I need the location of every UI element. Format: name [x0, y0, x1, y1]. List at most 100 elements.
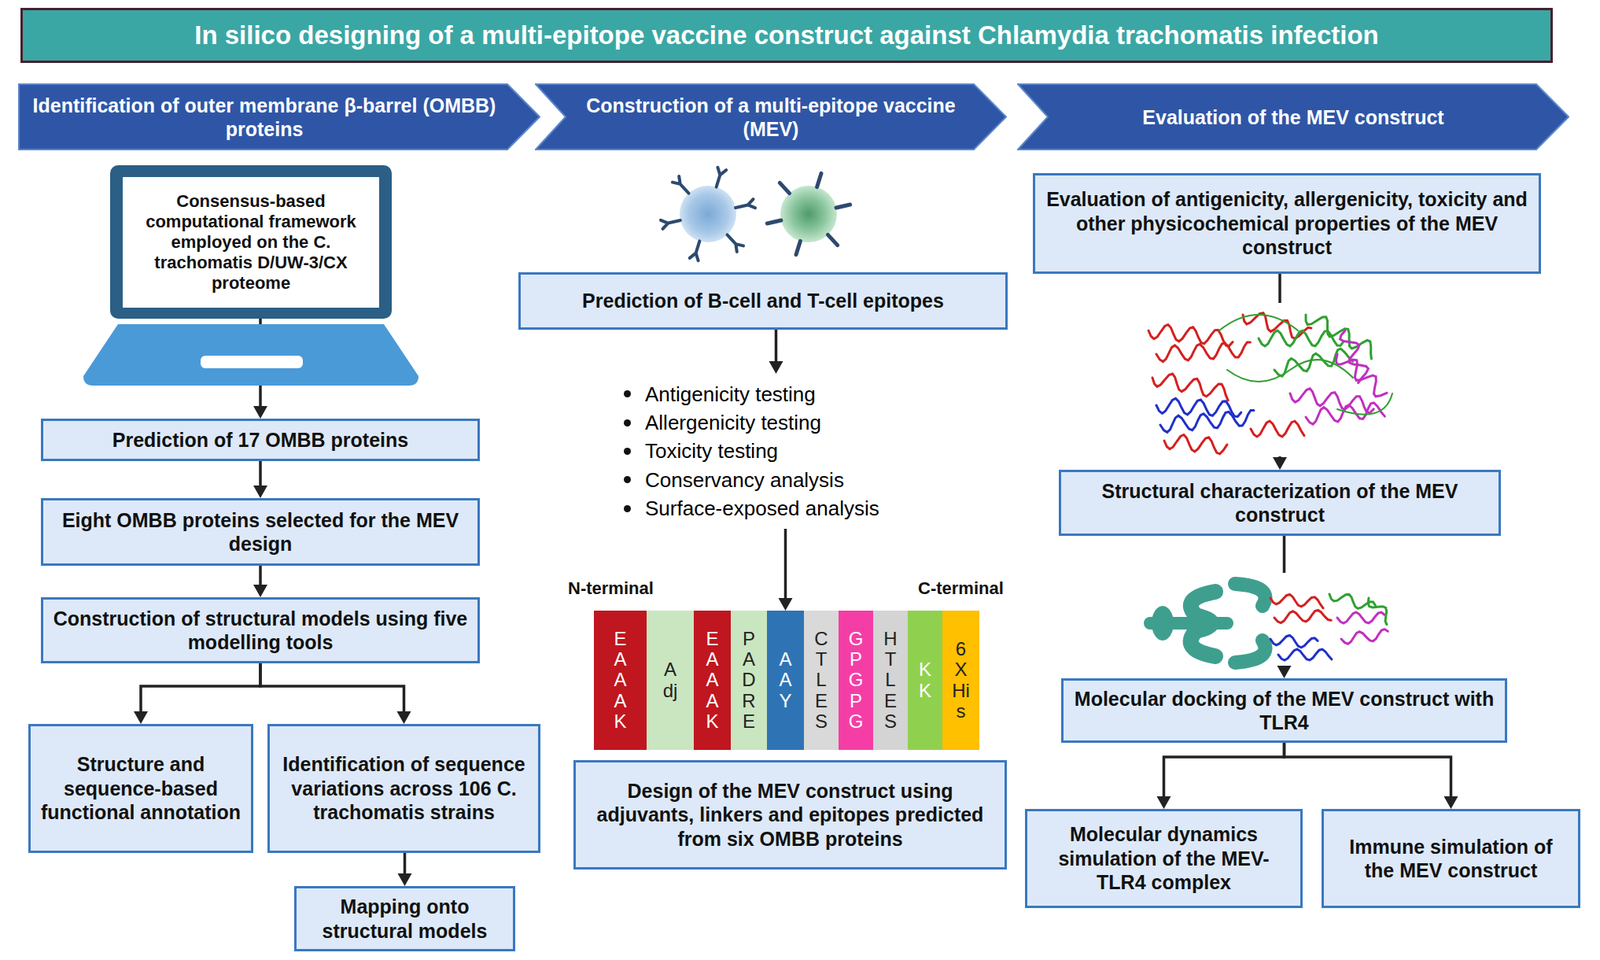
construct-segment: EAAAK [593, 610, 647, 750]
bullet-text: Surface-exposed analysis [645, 494, 880, 523]
node-text: Prediction of B-cell and T-cell epitopes [582, 288, 944, 314]
arrow-head [1444, 796, 1459, 809]
bullet-item: Toxicity testing [623, 436, 778, 465]
arrow-line [258, 565, 262, 587]
segment-label: 6XHis [951, 638, 971, 723]
segment-label: GPGPG [846, 628, 866, 733]
arrow-head [253, 405, 268, 419]
process-box: Eight OMBB proteins selected for the MEV… [40, 497, 480, 566]
process-box: Prediction of 17 OMBB proteins [40, 418, 480, 461]
arrow-head [398, 873, 413, 886]
segment-label: HTLES [881, 628, 900, 733]
construct-segment: CTLES [803, 610, 839, 750]
arrow-head [253, 584, 268, 598]
laptop-illustration [83, 165, 419, 386]
mev-structure-illustration [1148, 313, 1393, 454]
node-text: Evaluation of the MEV construct [1142, 105, 1444, 130]
bullet-dot [623, 447, 631, 455]
arrow-line [784, 528, 788, 600]
flow-arrow [253, 460, 268, 498]
process-box: Prediction of B-cell and T-cell epitopes [518, 272, 1008, 330]
construct-segment: KK [907, 610, 943, 750]
bullet-dot [623, 475, 631, 483]
construct-segment: Adj [646, 610, 694, 750]
segment-label: CTLES [811, 628, 831, 733]
bullet-text: Antigenicity testing [645, 379, 816, 409]
node-text: Molecular dynamics simulation of the MEV… [1036, 822, 1291, 895]
node-text: Evaluation of antigenicity, allergenicit… [1044, 187, 1530, 260]
bullet-text: Allergenicity testing [645, 408, 822, 437]
bullet-dot [623, 390, 631, 398]
arrow-head [133, 711, 148, 724]
chevron-shape [18, 83, 541, 151]
node-text: Design of the MEV construct using adjuva… [585, 778, 996, 852]
segment-label: Adj [660, 659, 680, 701]
segment-label: AAY [776, 648, 796, 712]
flow-arrow [778, 528, 793, 611]
node-text: Consensus-based computational framework … [130, 191, 372, 294]
arrow-head [1157, 796, 1172, 809]
bullet-item: Conservancy analysis [623, 465, 845, 495]
process-box: Construction of structural models using … [40, 597, 480, 664]
node-text: Mapping onto structural models [305, 894, 504, 943]
flow-arrow [769, 329, 784, 374]
arrow-head [1277, 665, 1292, 679]
node-text: Structural characterization of the MEV c… [1070, 479, 1490, 528]
title-text: In silico designing of a multi-epitope v… [194, 20, 1379, 51]
bullet-item: Antigenicity testing [623, 379, 816, 409]
arrow-line [260, 663, 405, 713]
process-box: Mapping onto structural models [294, 885, 516, 952]
node-text: Structure and sequence-based functional … [40, 752, 242, 825]
process-box: Molecular dynamics simulation of the MEV… [1024, 808, 1303, 908]
arrow-line [774, 329, 778, 363]
process-box: Evaluation of antigenicity, allergenicit… [1032, 173, 1542, 274]
process-box: Structure and sequence-based functional … [28, 723, 254, 853]
section-chevron: Identification of outer membrane β-barre… [18, 83, 541, 151]
bullet-item: Allergenicity testing [623, 408, 822, 437]
arrow-head [769, 361, 784, 374]
bullet-text: Conservancy analysis [645, 465, 845, 495]
bullet-dot [623, 419, 631, 427]
arrow-line [1164, 742, 1285, 798]
section-chevron: Evaluation of the MEV construct [1017, 83, 1570, 151]
bullet-dot [623, 505, 631, 513]
construct-segment: AAY [766, 610, 804, 750]
section-chevron: Construction of a multi-epitope vaccine … [534, 83, 1007, 151]
node-text: Immune simulation of the MEV construct [1333, 834, 1569, 883]
node-text: Eight OMBB proteins selected for the MEV… [52, 508, 469, 557]
process-box: Structural characterization of the MEV c… [1058, 469, 1501, 536]
bullet-text: Toxicity testing [645, 436, 778, 465]
flow-arrow [133, 663, 261, 724]
construct-segment: PADRE [730, 610, 767, 750]
immune-cell-icons [660, 167, 851, 261]
node-text: Molecular docking of the MEV construct w… [1072, 686, 1496, 735]
flow-arrow [253, 565, 268, 598]
flow-arrow [398, 852, 413, 886]
process-box: Molecular docking of the MEV construct w… [1061, 678, 1508, 743]
segment-label: KK [915, 659, 935, 701]
arrow-head [253, 485, 268, 498]
process-box: Immune simulation of the MEV construct [1321, 808, 1581, 908]
node-text: Identification of outer membrane β-barre… [25, 93, 503, 141]
title-band: In silico designing of a multi-epitope v… [20, 7, 1553, 63]
arrow-line [140, 663, 261, 713]
arrow-line [403, 852, 407, 875]
construct-segment: EAAAK [693, 610, 731, 750]
arrow-head [778, 597, 793, 611]
arrow-line [1284, 742, 1452, 798]
node-text: Construction of a multi-epitope vaccine … [572, 93, 970, 141]
laptop-screen: Consensus-based computational framework … [124, 178, 378, 306]
tlr4-illustration [1150, 583, 1265, 663]
checklist-box: Antigenicity testingAllergenicity testin… [604, 373, 948, 529]
flow-arrow [260, 663, 412, 724]
construct-segment: HTLES [873, 610, 908, 750]
segment-label: EAAAK [703, 628, 723, 733]
arrow-head [1272, 457, 1287, 470]
chevron-shape [534, 83, 1007, 151]
construct-segment: GPGPG [838, 610, 874, 750]
bullet-item: Surface-exposed analysis [623, 494, 880, 523]
process-box: Design of the MEV construct using adjuva… [573, 759, 1007, 870]
terminal-label: N-terminal [567, 578, 654, 599]
construct-segment: 6XHis [942, 610, 980, 750]
segment-label: PADRE [739, 628, 759, 733]
